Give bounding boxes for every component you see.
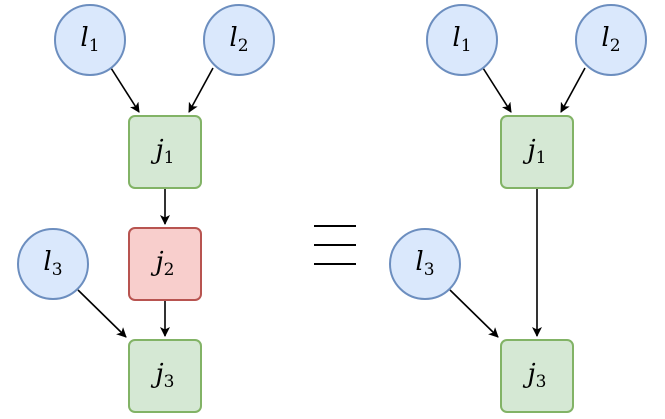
subscript: 1 xyxy=(460,36,472,57)
var: j xyxy=(155,134,164,165)
var: j xyxy=(527,358,536,389)
var: l xyxy=(452,22,461,53)
subscript: 2 xyxy=(163,260,175,281)
right-node-l1-label: l1 xyxy=(452,25,471,55)
right-node-l3-label: l3 xyxy=(415,249,434,279)
var: l xyxy=(601,22,610,53)
var: j xyxy=(155,246,164,277)
subscript: 2 xyxy=(609,36,621,57)
var: l xyxy=(43,246,52,277)
right-node-j3: j3 xyxy=(500,339,574,413)
equivalence-symbol xyxy=(314,223,356,267)
left-node-l3: l3 xyxy=(17,228,89,300)
left-node-l2-label: l2 xyxy=(229,25,248,55)
var: l xyxy=(229,22,238,53)
right-node-j3-label: j3 xyxy=(528,361,547,391)
left-node-l1-label: l1 xyxy=(80,25,99,55)
right-node-l3: l3 xyxy=(389,228,461,300)
left-node-j1: j1 xyxy=(128,115,202,189)
right-node-j1: j1 xyxy=(500,115,574,189)
right-node-l2: l2 xyxy=(575,4,647,76)
var: l xyxy=(80,22,89,53)
left-node-j2: j2 xyxy=(128,227,202,301)
var: l xyxy=(415,246,424,277)
left-node-j2-label: j2 xyxy=(156,249,175,279)
right-node-l1: l1 xyxy=(426,4,498,76)
subscript: 3 xyxy=(51,260,63,281)
subscript: 3 xyxy=(535,372,547,393)
edge-right-l2-j1 xyxy=(560,67,586,113)
left-node-l2: l2 xyxy=(203,4,275,76)
left-node-j3: j3 xyxy=(128,339,202,413)
left-node-j3-label: j3 xyxy=(156,361,175,391)
subscript: 3 xyxy=(163,372,175,393)
right-node-j1-label: j1 xyxy=(528,137,547,167)
right-node-l2-label: l2 xyxy=(601,25,620,55)
left-node-l3-label: l3 xyxy=(43,249,62,279)
var: j xyxy=(155,358,164,389)
equiv-bar-bottom xyxy=(314,263,356,265)
left-node-l1: l1 xyxy=(54,4,126,76)
equiv-bar-middle xyxy=(314,244,356,246)
subscript: 1 xyxy=(163,148,175,169)
edge-left-l3-j3 xyxy=(77,289,127,338)
var: j xyxy=(527,134,536,165)
subscript: 3 xyxy=(423,260,435,281)
edge-left-l2-j1 xyxy=(188,67,214,113)
edge-right-l3-j3 xyxy=(449,289,499,338)
subscript: 1 xyxy=(88,36,100,57)
edge-left-l1-j1 xyxy=(110,67,140,113)
edge-right-l1-j1 xyxy=(482,67,512,113)
subscript: 1 xyxy=(535,148,547,169)
equiv-bar-top xyxy=(314,225,356,227)
left-node-j1-label: j1 xyxy=(156,137,175,167)
subscript: 2 xyxy=(237,36,249,57)
